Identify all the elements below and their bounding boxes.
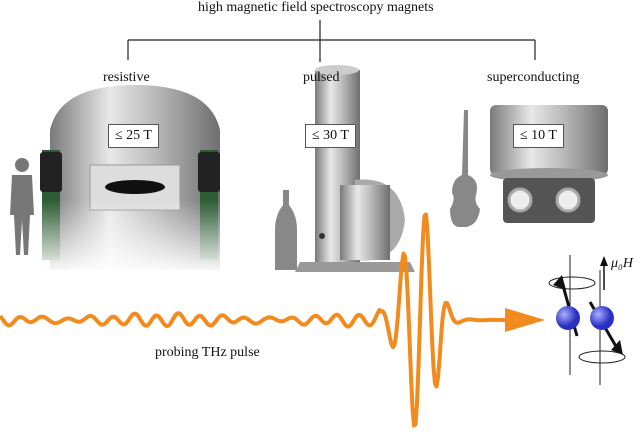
pulsed-magnet (295, 65, 415, 272)
diagram-title: high magnetic field spectroscopy magnets (198, 0, 434, 15)
pulse-arrowhead (505, 308, 545, 332)
resistive-magnet (30, 85, 230, 275)
thz-pulse-wave (0, 212, 511, 428)
pulsed-label: pulsed (303, 70, 340, 85)
resistive-label: resistive (103, 70, 150, 85)
bottle-silhouette-icon (275, 190, 297, 270)
pulse-label: probing THz pulse (155, 345, 260, 360)
superconducting-magnet (490, 105, 608, 223)
pulsed-field-value: ≤ 30 T (305, 124, 356, 148)
guitar-silhouette-icon (450, 110, 480, 227)
bracket (127, 20, 536, 62)
field-label: μ₀H⃗ (611, 256, 640, 271)
person-silhouette-icon (10, 158, 34, 255)
field-arrow-icon (600, 256, 608, 290)
resistive-field-value: ≤ 25 T (108, 124, 159, 148)
superconducting-label: superconducting (487, 70, 580, 85)
superconducting-field-value: ≤ 10 T (513, 124, 564, 148)
spin-pair (548, 255, 626, 385)
